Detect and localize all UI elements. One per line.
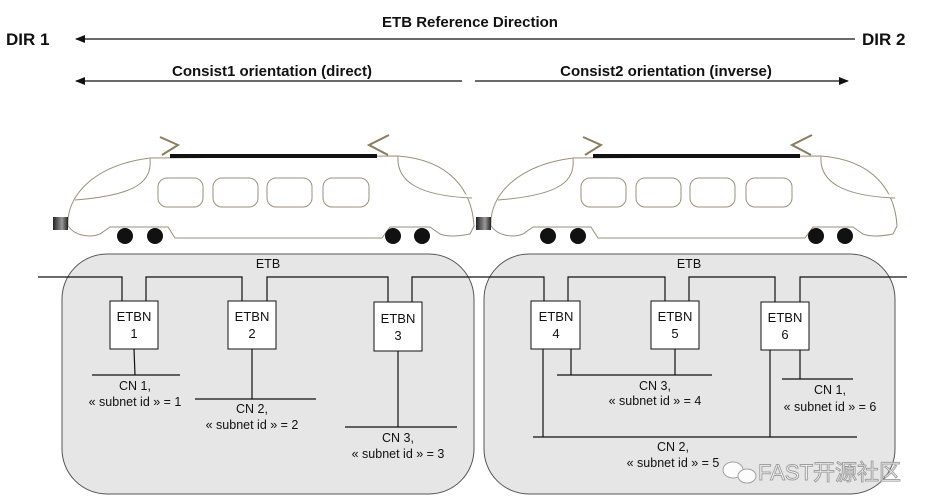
coupler-icon	[53, 217, 68, 230]
svg-text:1: 1	[130, 326, 137, 341]
etb-label-consist1: ETB	[256, 257, 280, 271]
svg-text:« subnet id » = 4: « subnet id » = 4	[609, 394, 702, 408]
svg-text:FAST开源社区: FAST开源社区	[758, 460, 901, 485]
svg-text:ETBN: ETBN	[539, 309, 574, 324]
svg-text:2: 2	[248, 326, 255, 341]
svg-text:ETBN: ETBN	[235, 309, 270, 324]
svg-text:« subnet id » = 1: « subnet id » = 1	[89, 395, 182, 409]
svg-text:CN 3,: CN 3,	[382, 431, 414, 445]
etbn-node-2: ETBN 2	[227, 300, 277, 350]
svg-text:4: 4	[552, 326, 559, 341]
svg-text:ETBN: ETBN	[117, 309, 152, 324]
etb-backbone	[38, 276, 907, 302]
train-consist1	[53, 134, 475, 245]
svg-text:ETBN: ETBN	[768, 310, 803, 325]
svg-text:3: 3	[394, 328, 401, 343]
consist-network-cn2-c2: CN 2, « subnet id » = 5	[533, 349, 857, 470]
etb-reference-direction-label: ETB Reference Direction	[382, 14, 558, 31]
consist-network-cn1-c1: CN 1, « subnet id » = 1	[89, 348, 182, 409]
consist-network-cn3-c1: CN 3, « subnet id » = 3	[345, 351, 457, 461]
watermark: FAST开源社区	[722, 460, 902, 486]
consist2-orientation-label: Consist2 orientation (inverse)	[560, 63, 772, 80]
svg-text:5: 5	[671, 326, 678, 341]
consist-network-cn2-c1: CN 2, « subnet id » = 2	[195, 349, 316, 432]
svg-text:CN 2,: CN 2,	[657, 440, 689, 454]
svg-text:« subnet id » = 2: « subnet id » = 2	[206, 418, 299, 432]
consist-network-cn1-c2: CN 1, « subnet id » = 6	[782, 350, 876, 414]
svg-text:6: 6	[781, 327, 788, 342]
svg-text:CN 2,: CN 2,	[236, 402, 268, 416]
consist1-network-box	[61, 253, 475, 495]
svg-text:« subnet id » = 6: « subnet id » = 6	[784, 400, 877, 414]
svg-text:CN 1,: CN 1,	[119, 379, 151, 393]
etbn-node-6: ETBN 6	[760, 301, 810, 351]
svg-text:« subnet id » = 5: « subnet id » = 5	[627, 456, 720, 470]
etbn-node-3: ETBN 3	[373, 301, 423, 352]
train-consist2	[476, 134, 898, 245]
dir2-label: DIR 2	[862, 30, 905, 49]
consist-network-cn3-c2: CN 3, « subnet id » = 4	[557, 349, 712, 408]
svg-text:« subnet id » = 3: « subnet id » = 3	[352, 447, 445, 461]
svg-text:CN 1,: CN 1,	[814, 383, 846, 397]
etb-label-consist2: ETB	[677, 257, 701, 271]
dir1-label: DIR 1	[6, 30, 49, 49]
coupler-icon	[476, 217, 491, 230]
svg-text:ETBN: ETBN	[658, 309, 693, 324]
svg-text:ETBN: ETBN	[381, 311, 416, 326]
consist1-orientation-label: Consist1 orientation (direct)	[172, 63, 372, 80]
svg-text:CN 3,: CN 3,	[639, 379, 671, 393]
etbn-node-5: ETBN 5	[650, 300, 700, 350]
etbn-node-4: ETBN 4	[530, 300, 581, 350]
etbn-node-1: ETBN 1	[109, 300, 159, 350]
